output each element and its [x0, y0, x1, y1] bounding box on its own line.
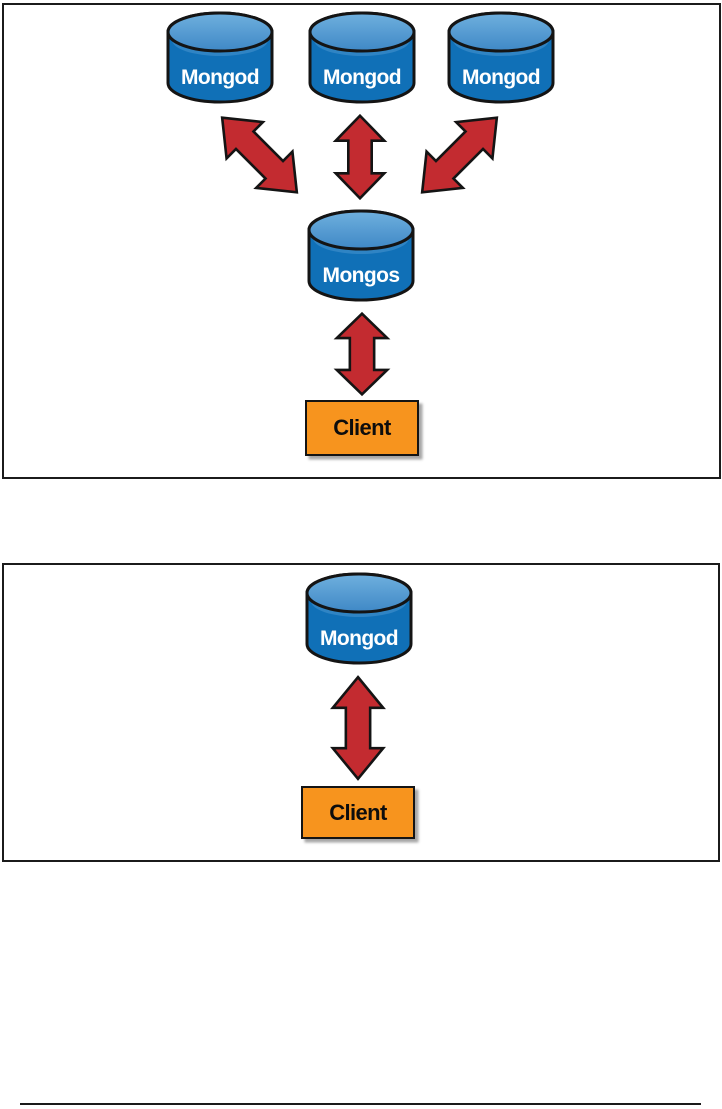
mongod-1-label: Mongod — [181, 66, 259, 89]
mongos-label: Mongos — [323, 264, 400, 287]
database-cylinder-icon: Mongod — [308, 11, 416, 104]
database-cylinder-icon: Mongod — [305, 572, 413, 665]
client-label: Client — [329, 799, 387, 825]
database-cylinder-icon: Mongos — [307, 209, 415, 302]
double-arrow-mongod1-mongos — [201, 97, 318, 214]
mongod-3-label: Mongod — [462, 66, 540, 89]
mongod-label: Mongod — [320, 627, 398, 650]
figure-sharded-architecture: Mongod Mongod Mongod — [2, 3, 721, 479]
client-label: Client — [333, 415, 391, 440]
double-arrow-mongos-client — [335, 312, 389, 396]
mongos-node: Mongos — [305, 208, 417, 304]
mongod-node: Mongod — [303, 571, 415, 667]
mongod-2-label: Mongod — [323, 66, 401, 89]
mongod-1-node: Mongod — [164, 10, 276, 106]
database-cylinder-icon: Mongod — [166, 11, 274, 104]
client-node: Client — [301, 786, 415, 839]
mongod-3-node: Mongod — [445, 10, 557, 106]
database-cylinder-icon: Mongod — [447, 11, 555, 104]
double-arrow-mongod-client — [331, 675, 385, 781]
figure-single-server: Mongod Client — [2, 563, 720, 862]
client-node: Client — [305, 400, 419, 456]
page-footer-rule — [20, 1103, 701, 1105]
double-arrow-mongod3-mongos — [401, 97, 518, 214]
double-arrow-mongod2-mongos — [334, 114, 386, 200]
mongod-2-node: Mongod — [306, 10, 418, 106]
